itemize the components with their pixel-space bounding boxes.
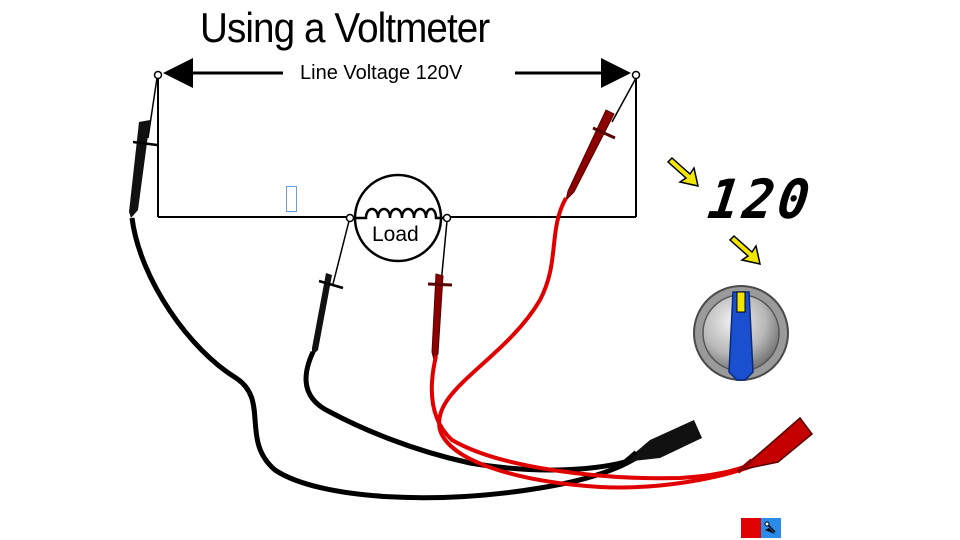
- black-probe-upper: [129, 77, 158, 218]
- missing-glyph-icon: [286, 186, 297, 212]
- terminal-left-top: [153, 70, 163, 80]
- black-lead-wire-lower: [303, 350, 633, 473]
- red-plug: [736, 416, 814, 474]
- red-probe-upper: [565, 77, 637, 202]
- selector-knob-icon[interactable]: [693, 285, 789, 381]
- sound-speaker-icon[interactable]: [761, 518, 781, 538]
- circuit-wires: [157, 76, 637, 218]
- red-lead-wire-upper: [437, 197, 753, 490]
- terminal-right-top: [631, 70, 641, 80]
- line-voltage-label: Line Voltage 120V: [300, 62, 463, 84]
- black-plug: [620, 420, 702, 466]
- page-title: Using a Voltmeter: [200, 4, 490, 51]
- meter-readout: 120: [704, 168, 818, 231]
- red-lead-wire-lower: [429, 355, 753, 481]
- load-label: Load: [372, 223, 419, 246]
- terminal-load-right: [442, 213, 452, 223]
- coil-icon: [353, 207, 444, 220]
- red-square-icon[interactable]: [741, 518, 761, 538]
- arrow-to-display-icon: [666, 156, 699, 187]
- speaker-glyph: [764, 521, 776, 534]
- terminal-load-left: [345, 213, 355, 223]
- arrow-to-knob-icon: [728, 234, 761, 265]
- black-probe-lower: [312, 220, 350, 356]
- load-symbol: [353, 173, 444, 263]
- red-probe-lower: [427, 220, 453, 362]
